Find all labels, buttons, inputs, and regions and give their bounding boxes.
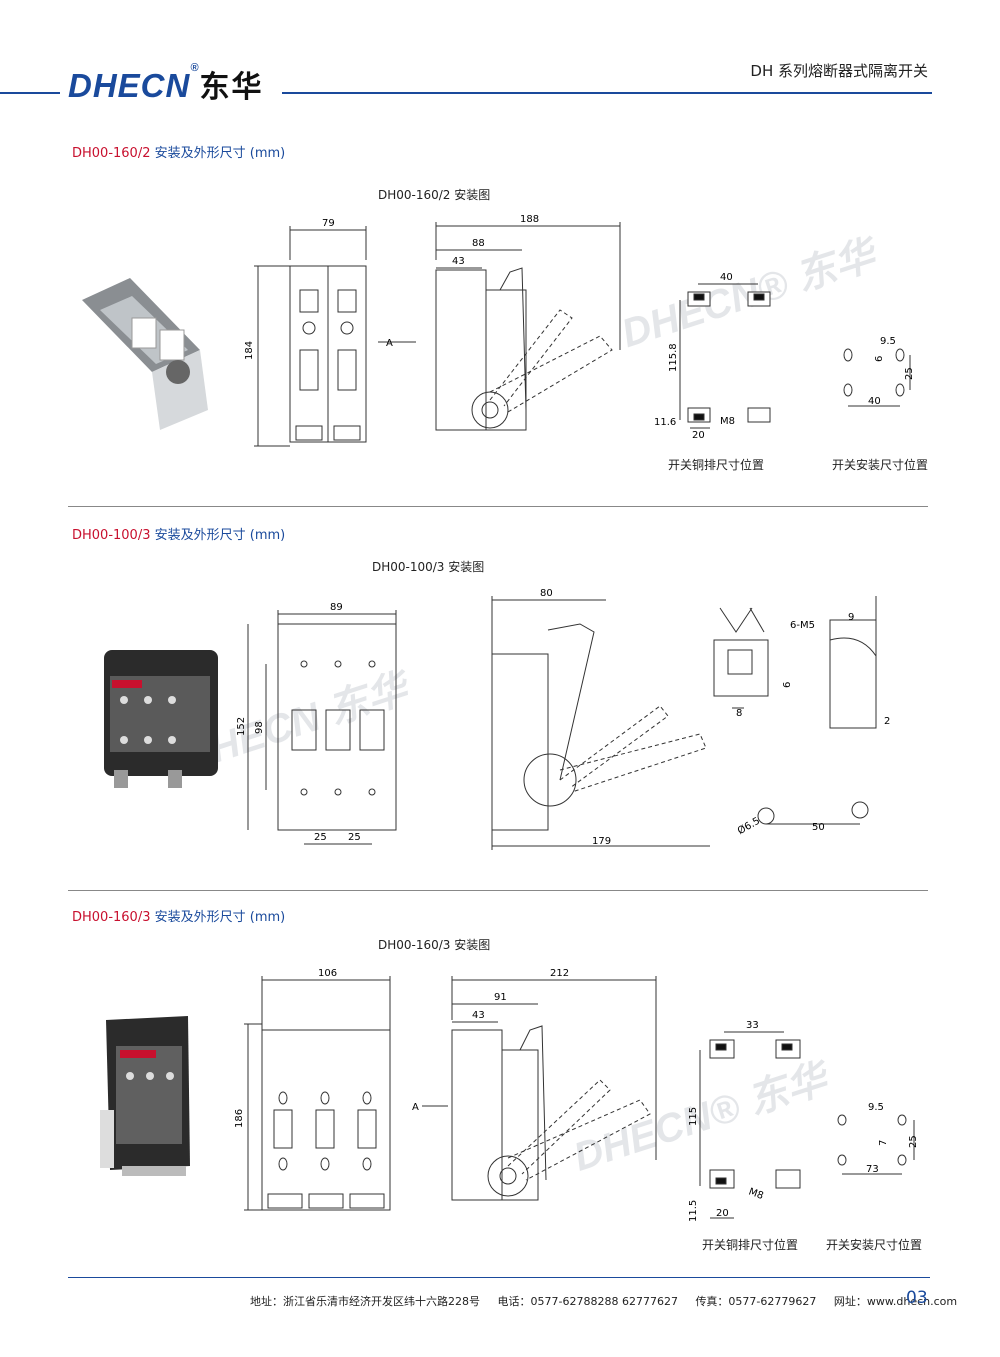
dim-width-3: 106 (318, 968, 337, 979)
dim-mount-a-1: 9.5 (880, 336, 896, 347)
busbar-diagram-3 (699, 1031, 801, 1219)
section-title-1: DH00-160/2 安装及外形尺寸 (mm) (72, 146, 286, 161)
section-title-3: DH00-160/3 安装及外形尺寸 (mm) (72, 910, 286, 925)
dim-bus-offset-3: 11.5 (688, 1200, 699, 1222)
dim-side-total-1: 188 (520, 214, 539, 225)
dim-height-3: 186 (234, 1109, 245, 1128)
label-mount-1: 开关安装尺寸位置 (832, 458, 929, 472)
label-busbar-1: 开关铜排尺寸位置 (668, 458, 765, 472)
dim-right-b-2: 2 (884, 716, 890, 727)
dim-bus-base-1: 20 (692, 430, 705, 441)
dim-side-total-3: 212 (550, 968, 569, 979)
dim-bus-bolt-3: M8 (747, 1186, 765, 1201)
view-arrow-a-3: A (412, 1102, 419, 1113)
busbar-diagram-1 (679, 283, 771, 429)
dim-pitch-a-2: 25 (314, 832, 327, 843)
header-rule-left (0, 92, 60, 94)
footer-address: 地址：浙江省乐清市经济开发区纬十六路228号 (250, 1295, 480, 1308)
dim-width-1: 79 (322, 218, 335, 229)
dim-side-small-3: 43 (472, 1010, 485, 1021)
section-separator-1 (68, 506, 928, 507)
dim-bus-width-3: 33 (746, 1020, 759, 1031)
front-view-1 (254, 226, 416, 447)
front-view-2 (247, 610, 397, 845)
product-photo-1 (82, 278, 208, 430)
dim-terminal-a-2: 6 (782, 682, 793, 688)
side-view-3 (451, 976, 657, 1201)
drawing-dh00-160-2: DHECN® 东华 79 184 A 188 88 43 (82, 214, 915, 447)
dim-mount-b-1: 6 (874, 356, 885, 362)
dim-mount-a-3: 9.5 (868, 1102, 884, 1113)
dim-hole-distance-2: 50 (812, 822, 825, 833)
section-caption-2: DH00-100/3 安装图 (372, 560, 485, 574)
section-caption-1: DH00-160/2 安装图 (378, 188, 491, 202)
product-photo-2 (104, 650, 218, 788)
dim-side-mid-1: 88 (472, 238, 485, 249)
dim-side-small-1: 43 (452, 256, 465, 267)
footer-phone: 电话：0577-62788288 62777627 (497, 1295, 678, 1308)
dim-mount-d-3: 73 (866, 1164, 879, 1175)
label-mount-3: 开关安装尺寸位置 (826, 1238, 923, 1252)
side-view-1 (435, 222, 621, 431)
section-separator-2 (68, 890, 928, 891)
dim-bus-height-3: 115 (688, 1107, 699, 1126)
dim-bus-height-1: 115.8 (668, 343, 679, 372)
mount-diagram-1 (843, 348, 911, 407)
dim-bolt-2: 6-M5 (790, 620, 815, 631)
view-arrow-a-1: A (386, 338, 393, 349)
header-rule-right (282, 92, 932, 94)
footer-website[interactable]: 网址：www.dhecn.com (833, 1295, 958, 1308)
dim-mount-b-3: 7 (878, 1140, 889, 1146)
side-view-2 (491, 596, 710, 850)
dim-height-inner-2: 98 (254, 721, 265, 734)
product-photo-3 (100, 1016, 190, 1176)
dim-terminal-b-2: 8 (736, 708, 742, 719)
drawing-dh00-100-3: DHECN 东华 89 152 98 25 25 80 179 (104, 588, 890, 850)
terminal-detail-2 (713, 596, 877, 825)
dim-right-a-2: 9 (848, 612, 854, 623)
dim-side-bottom-2: 179 (592, 836, 611, 847)
section-title-2: DH00-100/3 安装及外形尺寸 (mm) (72, 528, 286, 543)
dim-bus-base-3: 20 (716, 1208, 729, 1219)
dim-side-top-2: 80 (540, 588, 553, 599)
drawing-dh00-160-3: DHECN® 东华 106 186 A 212 91 43 (100, 968, 919, 1222)
dim-bus-bolt-1: M8 (720, 416, 735, 427)
dim-side-mid-3: 91 (494, 992, 507, 1003)
dim-height-1: 184 (244, 341, 255, 360)
dim-height-2: 152 (236, 717, 247, 736)
footer-contact: 地址：浙江省乐清市经济开发区纬十六路228号 电话：0577-62788288 … (250, 1293, 971, 1309)
page-number: 03 (906, 1288, 928, 1308)
series-title: DH 系列熔断器式隔离开关 (750, 62, 928, 80)
label-busbar-3: 开关铜排尺寸位置 (702, 1238, 799, 1252)
dim-pitch-b-2: 25 (348, 832, 361, 843)
dim-bus-width-1: 40 (720, 272, 733, 283)
mount-diagram-3 (837, 1114, 915, 1175)
brand-logo: DHECN®东华 (68, 62, 264, 104)
svg-text:DHECN® 东华: DHECN® 东华 (568, 1055, 836, 1180)
dim-mount-c-1: 25 (904, 367, 915, 380)
dim-bus-offset-1: 11.6 (654, 417, 676, 428)
dim-mount-c-3: 25 (908, 1135, 919, 1148)
section-caption-3: DH00-160/3 安装图 (378, 938, 491, 952)
front-view-3 (244, 976, 448, 1211)
dim-width-2: 89 (330, 602, 343, 613)
footer-rule (68, 1277, 930, 1278)
footer-fax: 传真：0577-62779627 (695, 1295, 817, 1308)
dim-mount-d-1: 40 (868, 396, 881, 407)
